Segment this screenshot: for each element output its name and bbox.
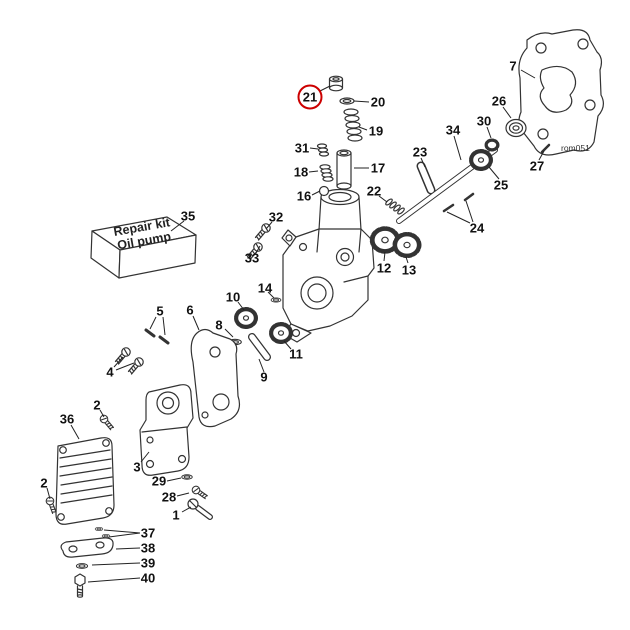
part-37-orings (94, 527, 111, 538)
part-label-28: 28 (161, 489, 177, 505)
part-39-washer (75, 563, 89, 569)
part-20-oring (339, 97, 355, 105)
part-23-pin (416, 161, 436, 195)
part-22-spring (385, 198, 405, 215)
part-label-6: 6 (186, 302, 194, 318)
part-29-washer (181, 474, 193, 480)
part-6-gasket (190, 328, 241, 428)
part-1-bolt (187, 498, 213, 520)
part-label-12: 12 (376, 260, 392, 276)
part-10-gear (234, 307, 258, 329)
part-13-gear (395, 234, 420, 256)
part-label-36: 36 (59, 411, 75, 427)
part-label-9: 9 (260, 369, 268, 385)
part-label-19: 19 (368, 123, 384, 139)
part-27-key (540, 143, 551, 154)
part-2-screw-upper (98, 413, 116, 432)
part-label-14: 14 (257, 280, 273, 296)
part-31-spring (316, 143, 330, 157)
part-label-25: 25 (493, 177, 509, 193)
part-label-21: 21 (297, 84, 323, 110)
part-label-38: 38 (140, 540, 156, 556)
part-label-31: 31 (294, 140, 310, 156)
part-label-2-upper: 2 (93, 397, 101, 413)
part-label-17: 17 (370, 160, 386, 176)
part-label-11: 11 (289, 346, 303, 362)
part-label-18: 18 (293, 164, 309, 180)
part-label-5: 5 (156, 303, 164, 319)
part-18-spring (319, 164, 334, 182)
part-40-bolt (74, 573, 86, 598)
part-label-35: 35 (180, 208, 196, 224)
part-35-repair-kit-box (90, 216, 197, 279)
image-code: rom051 (561, 143, 590, 153)
part-label-23: 23 (412, 144, 428, 160)
part-4-screws (113, 345, 146, 377)
part-14-washer (270, 297, 282, 303)
part-label-16: 16 (296, 188, 312, 204)
part-label-24: 24 (469, 220, 485, 236)
part-21-plug (328, 75, 344, 92)
part-17-valve-tube (336, 149, 352, 190)
part-24-keys (442, 192, 475, 213)
part-label-1: 1 (172, 507, 180, 523)
part-11-gear (269, 322, 293, 344)
part-label-10: 10 (225, 289, 241, 305)
part-label-29: 29 (151, 473, 167, 489)
part-3-body (139, 384, 194, 476)
part-label-40: 40 (140, 570, 156, 586)
part-label-27: 27 (529, 158, 545, 174)
part-label-3: 3 (133, 459, 141, 475)
part-label-34: 34 (445, 122, 461, 138)
part-label-30: 30 (476, 113, 492, 129)
part-label-7: 7 (509, 58, 517, 74)
part-label-13: 13 (401, 262, 417, 278)
part-25-gear (469, 149, 493, 171)
part-30-gear (484, 138, 500, 152)
part-label-8: 8 (215, 317, 223, 333)
part-19-spring (343, 108, 363, 142)
part-28-screw (190, 484, 210, 501)
part-7-cover-plate (518, 29, 604, 156)
part-label-39: 39 (140, 555, 156, 571)
part-38-plate (60, 537, 114, 558)
part-36-cover (55, 437, 115, 525)
part-16-ball (318, 185, 330, 197)
part-pump-body (281, 188, 375, 343)
part-label-26: 26 (491, 93, 507, 109)
part-9-shaft (248, 333, 271, 361)
part-label-4: 4 (106, 364, 114, 380)
part-label-32: 32 (268, 209, 284, 225)
part-label-37: 37 (140, 525, 156, 541)
part-label-2-lower: 2 (40, 475, 48, 491)
leader-lines (46, 69, 545, 583)
part-label-20: 20 (370, 94, 386, 110)
part-5-clips (144, 328, 170, 345)
part-26-drive-coupling (505, 118, 527, 138)
part-label-33: 33 (244, 250, 260, 266)
part-label-22: 22 (366, 183, 382, 199)
